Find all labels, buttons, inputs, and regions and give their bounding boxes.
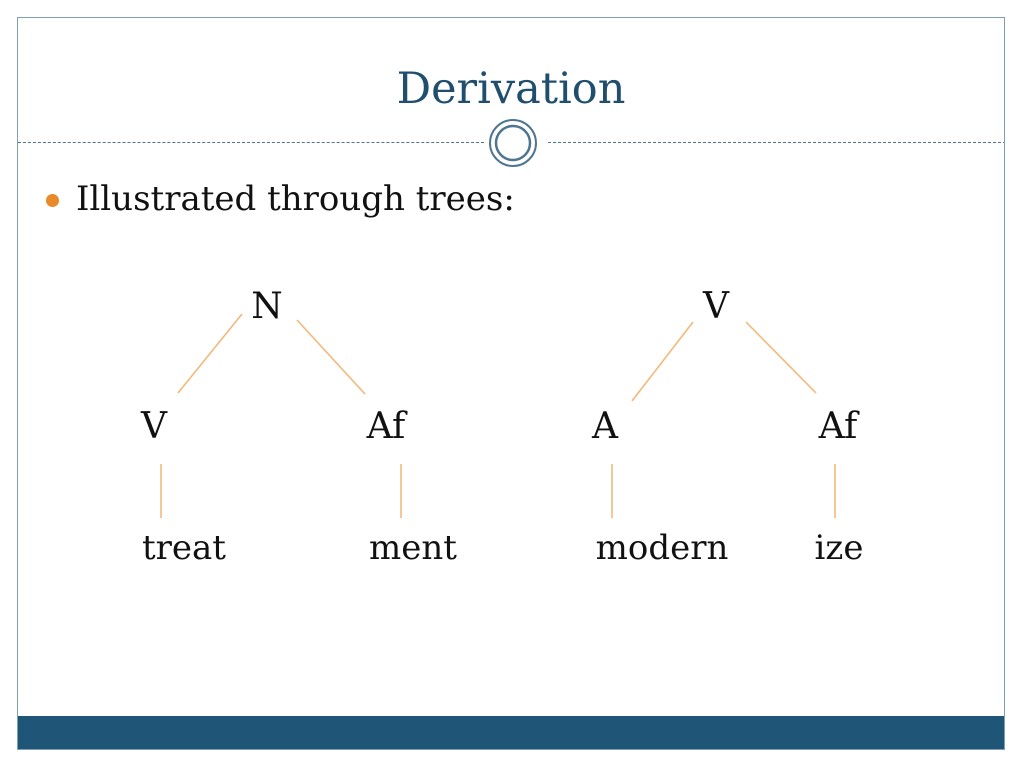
tree-2-root-node: V (702, 286, 730, 327)
derivation-trees: N V Af treat ment V A Af modern ize (140, 286, 863, 568)
footer-bar (18, 716, 1004, 749)
branch-line (745, 321, 817, 394)
branch-line (631, 321, 694, 402)
slide-title: Derivation (396, 64, 626, 114)
tree-1-root-node: N (251, 286, 283, 327)
bullet-dot-icon (46, 194, 59, 207)
slide: Derivation Illustrated through trees: N … (17, 17, 1005, 750)
tree-2-left-word: modern (596, 528, 729, 568)
tree-2-right-word: ize (815, 528, 864, 568)
tree-1-left-node: V (140, 406, 168, 447)
branch-line (296, 319, 366, 395)
circle-ornament-icon (489, 119, 537, 167)
tree-2-right-node: Af (818, 406, 860, 447)
title-divider-left (18, 142, 484, 143)
title-divider-right (548, 142, 1004, 143)
tree-2: V A Af modern ize (591, 286, 863, 568)
branch-line (177, 313, 243, 394)
tree-2-left-node: A (591, 406, 619, 447)
bullet-text: Illustrated through trees: (76, 179, 515, 219)
tree-1-right-node: Af (366, 406, 408, 447)
tree-1-right-word: ment (369, 528, 457, 568)
tree-1-left-word: treat (142, 528, 226, 568)
tree-1: N V Af treat ment (140, 286, 457, 568)
